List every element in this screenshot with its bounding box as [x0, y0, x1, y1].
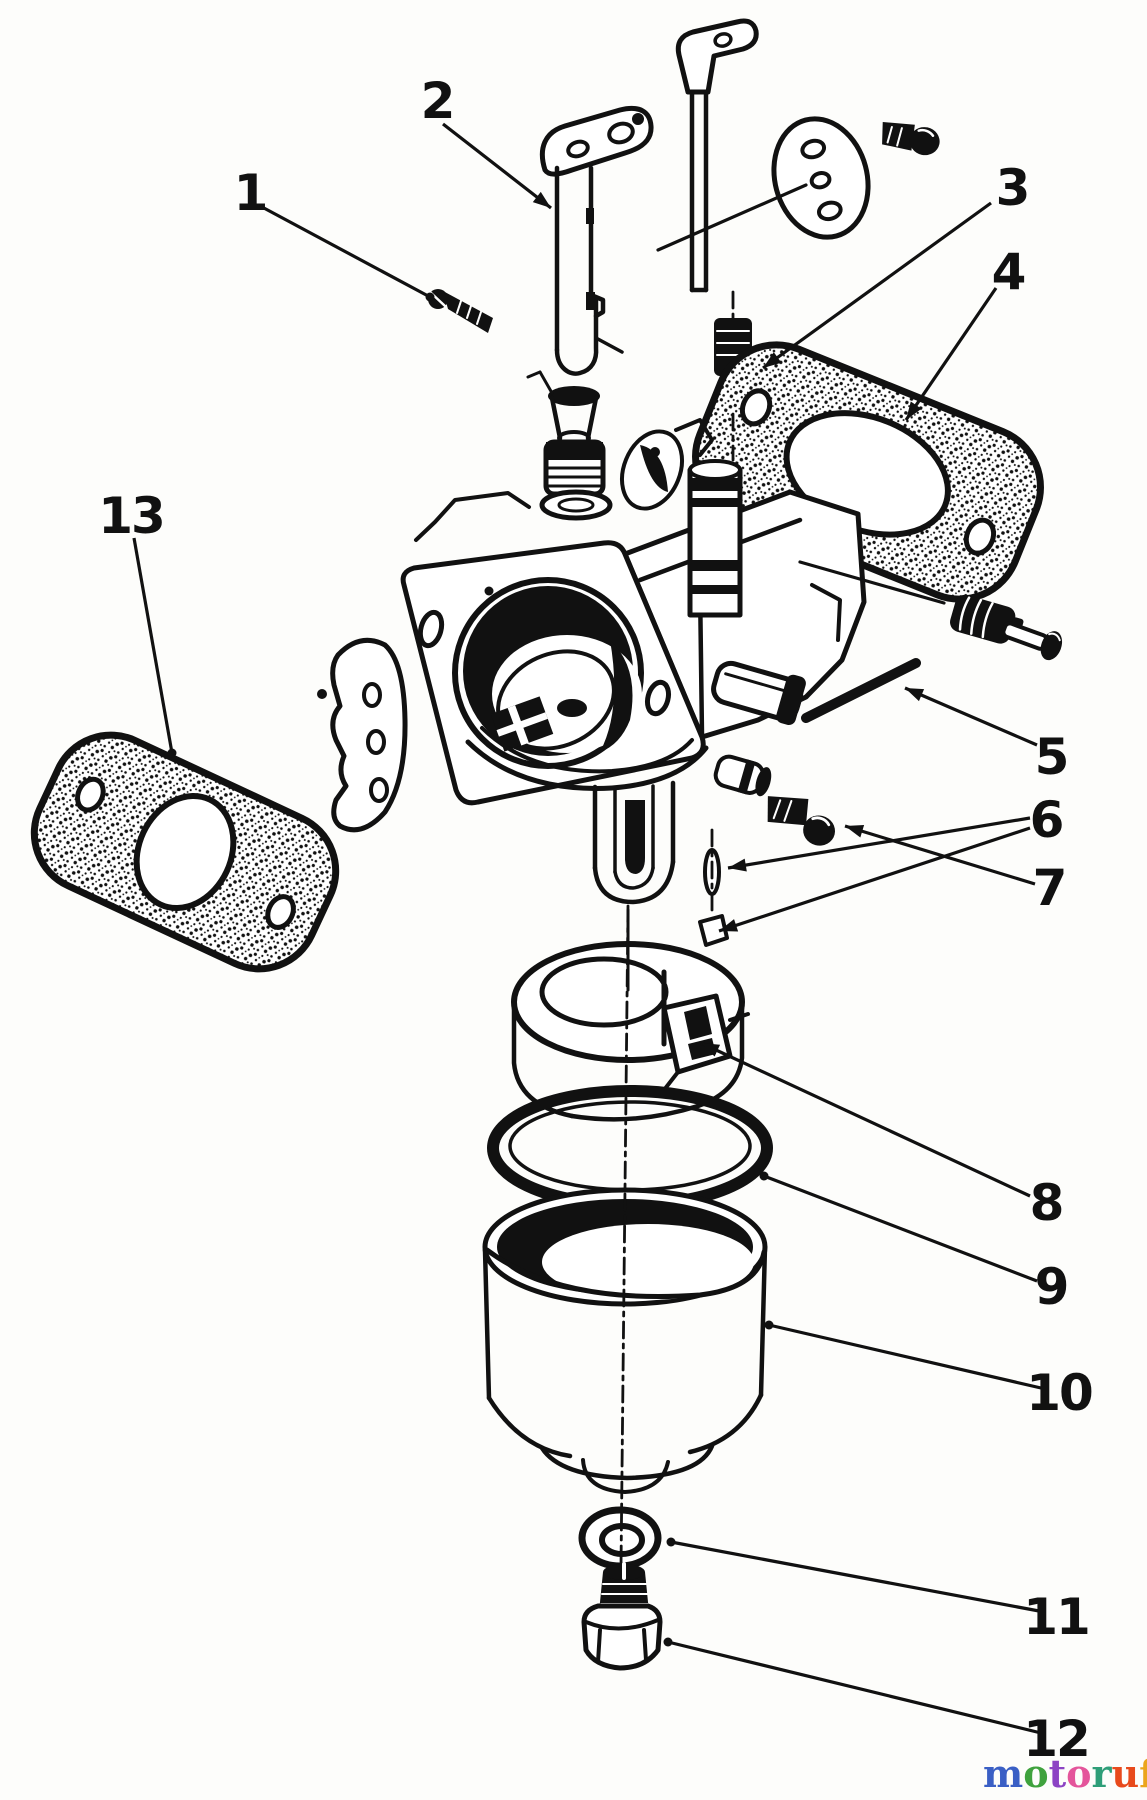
centerlines: [619, 290, 735, 1568]
logo-letter: o: [1066, 1751, 1092, 1796]
leader-line: [442, 122, 552, 210]
callout-number-3: 3: [996, 159, 1029, 217]
callout-number-12: 12: [1023, 1710, 1089, 1768]
leader-line: [700, 1041, 1031, 1198]
leader-line: [670, 1540, 1040, 1613]
part-set-screw: [950, 594, 1024, 644]
leader-line: [763, 1174, 1038, 1283]
motoruf-logo[interactable]: motoruf.de: [983, 1755, 1147, 1797]
leader-arrowhead: [719, 919, 739, 932]
leader-arrowhead: [906, 401, 922, 420]
callout-number-1: 1: [234, 164, 267, 222]
logo-letter: r: [1091, 1751, 1112, 1796]
callout-1: 1: [234, 164, 435, 302]
logo-letter: o: [1023, 1751, 1049, 1796]
callout-number-4: 4: [992, 243, 1025, 301]
leader-line: [667, 1640, 1042, 1735]
leader-arrowhead: [532, 191, 551, 208]
callout-8: 8: [700, 1041, 1064, 1232]
motoruf-logo-text: motoruf: [983, 1751, 1147, 1796]
callout-12: 12: [663, 1637, 1091, 1768]
callout-number-11: 11: [1023, 1588, 1089, 1646]
part-gasket-plate: [771, 116, 871, 240]
logo-letter: u: [1111, 1751, 1140, 1796]
leader-line: [718, 826, 1031, 933]
part-idle-screw: [428, 289, 493, 333]
leader-dot: [425, 292, 435, 302]
callout-number-10: 10: [1026, 1364, 1092, 1422]
callout-5: 5: [904, 686, 1069, 786]
part-float-pin-rod: [801, 658, 921, 723]
leader-arrowhead: [728, 858, 747, 872]
part-throttle-shaft: [539, 105, 654, 376]
leader-dot: [759, 1171, 769, 1181]
callout-4: 4: [904, 243, 1027, 421]
part-choke-shaft: [675, 18, 759, 293]
logo-letter: m: [983, 1751, 1024, 1796]
leader-arrowhead: [763, 352, 782, 368]
leader-arrowhead: [701, 1043, 721, 1057]
leader-arrowhead: [845, 825, 865, 838]
callout-number-8: 8: [1030, 1174, 1063, 1232]
callout-number-9: 9: [1035, 1258, 1068, 1316]
callout-7: 7: [844, 824, 1067, 917]
part-gasket-left: [30, 731, 340, 973]
callout-11: 11: [666, 1537, 1091, 1646]
leader-dot: [663, 1637, 673, 1647]
leader-line: [904, 686, 1038, 747]
leader-line: [727, 816, 1031, 870]
callout-number-13: 13: [98, 487, 164, 545]
callout-3: 3: [762, 159, 1030, 370]
logo-letter: f: [1139, 1751, 1147, 1796]
leader-line: [261, 205, 431, 299]
leader-line: [904, 287, 998, 421]
leader-line: [762, 201, 992, 370]
callout-number-2: 2: [421, 72, 454, 130]
callout-number-7: 7: [1033, 859, 1066, 917]
callout-10: 10: [764, 1320, 1094, 1422]
callout-9: 9: [759, 1171, 1069, 1316]
callout-13: 13: [98, 487, 177, 758]
part-carburetor-body: [400, 370, 867, 905]
link-line-setscrew: [798, 560, 946, 605]
leader-line: [844, 824, 1036, 886]
part-choke-plate: [317, 637, 408, 833]
leader-dot: [764, 1320, 774, 1330]
leader-line: [132, 537, 174, 754]
leader-arrowhead: [905, 688, 925, 702]
leader-line: [768, 1323, 1042, 1390]
leader-dot: [666, 1537, 676, 1547]
leader-dot: [167, 748, 177, 758]
part-bowl-screw: [767, 796, 836, 846]
callout-number-5: 5: [1035, 728, 1068, 786]
part-top-screw: [882, 121, 940, 156]
link-line: [656, 183, 808, 252]
part-pin-rivet: [1001, 621, 1063, 661]
callout-2: 2: [421, 72, 552, 210]
logo-letter: t: [1048, 1751, 1067, 1796]
callout-6: 6: [718, 791, 1065, 933]
part-drain-bolt: [581, 1562, 663, 1671]
callout-number-6: 6: [1030, 791, 1063, 849]
